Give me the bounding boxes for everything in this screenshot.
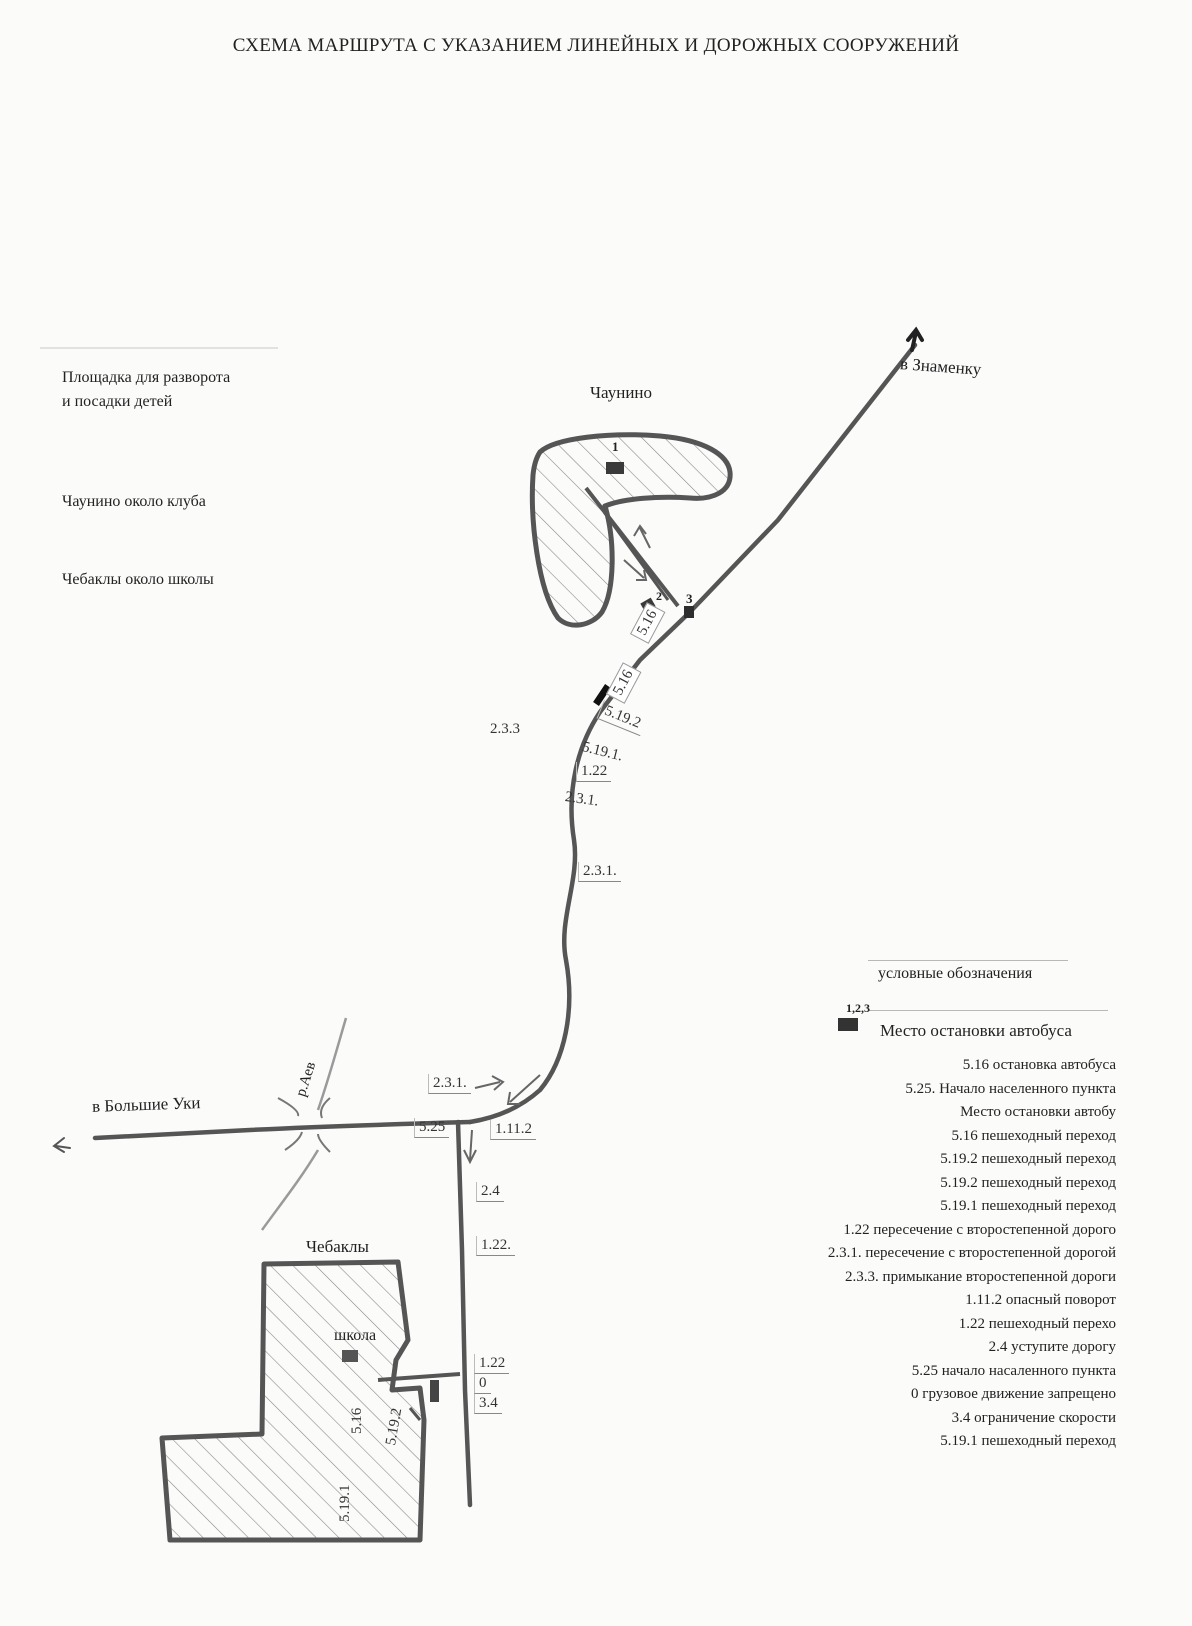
chaunino-arrow-in	[623, 559, 648, 581]
place-school: школа	[334, 1327, 377, 1344]
key-row: 5.25 начало насаленного пункта	[911, 1362, 1116, 1379]
bus-stop-1-icon	[606, 462, 624, 474]
sign-2-3-1-c: 2.3.1.	[428, 1074, 471, 1094]
school-gate	[408, 1407, 422, 1421]
place-chaunino: Чаунино	[590, 383, 653, 402]
junction-arrow-1	[474, 1075, 505, 1091]
bus-stop-3-number: 3	[686, 591, 693, 606]
junction-arrow-3	[463, 1129, 477, 1165]
road-south	[455, 1119, 473, 1508]
school-bus-stop-icon	[430, 1380, 439, 1402]
road-west	[92, 1119, 473, 1141]
key-row: 5.19.2 пешеходный переход	[940, 1151, 1116, 1167]
key-stop-label: Место остановки автобуса	[880, 1021, 1072, 1040]
sign-0: 0	[474, 1374, 491, 1394]
river-upper	[316, 1017, 348, 1111]
bus-stop-2-number: 2	[656, 589, 662, 603]
chaunino-arrow-out	[633, 524, 651, 549]
sign-1-11-2: 1.11.2	[490, 1120, 536, 1140]
junction-arrow-2	[506, 1074, 541, 1105]
sign-2-3-3: 2.3.3	[490, 721, 520, 737]
key-row: 5.16 остановка автобуса	[962, 1057, 1116, 1073]
sign-5-16-c: 5.16	[349, 1407, 365, 1434]
key-row: 5.19.2 пешеходный переход	[940, 1174, 1116, 1191]
key-row: 5.19.1 пешеходный переход	[940, 1198, 1116, 1214]
left-legend-line2: и посадки детей	[62, 393, 173, 410]
river-lower	[260, 1149, 320, 1231]
sign-3-4: 3.4	[474, 1394, 502, 1414]
chaunino-settlement	[529, 432, 733, 628]
chaunino-entry-road	[584, 486, 680, 608]
bus-stop-1-number: 1	[612, 439, 619, 454]
school-access-road	[377, 1372, 461, 1382]
key-row: 0 грузовое движение запрещено	[911, 1386, 1116, 1402]
key-row: 2.4 уступите дорогу	[988, 1339, 1116, 1355]
place-chebakly: Чебаклы	[306, 1237, 369, 1256]
main-road-north	[467, 342, 918, 1125]
sign-2-3-1-b: 2.3.1.	[578, 862, 621, 882]
crosswalk-mark-north	[593, 684, 611, 706]
sign-1-22-c: 1.22	[474, 1354, 510, 1374]
key-stop-numbers: 1,2,3	[846, 1001, 870, 1015]
arrow-to-bolshie-uki	[52, 1137, 71, 1153]
key-row: 5.16 пешеходный переход	[951, 1127, 1116, 1144]
key-row: 5.25. Начало населенного пункта	[905, 1080, 1116, 1097]
chebakly-settlement	[159, 1259, 427, 1543]
bridge-marks	[277, 1097, 331, 1153]
bus-stop-3-icon	[684, 606, 694, 618]
key-row: 1.22 пешеходный перехо	[958, 1315, 1116, 1332]
sign-1-22-a: 1.22	[576, 762, 612, 782]
key-title: условные обозначения	[878, 965, 1033, 982]
left-legend-line1: Площадка для разворота	[62, 369, 231, 386]
school-building-icon	[342, 1350, 358, 1362]
sign-1-22-b: 1.22.	[476, 1236, 515, 1256]
key-row: 3.4 ограничение скорости	[951, 1409, 1116, 1426]
key-row: 2.3.1. пересечение с второстепенной доро…	[827, 1245, 1116, 1261]
sign-5-19-1-b: 5.19.1	[337, 1484, 353, 1523]
arrow-to-znamenka	[906, 326, 924, 352]
sign-2-4: 2.4	[476, 1182, 504, 1202]
chaunino-exit-road	[602, 511, 670, 601]
page-title: СХЕМА МАРШРУТА С УКАЗАНИЕМ ЛИНЕЙНЫХ И ДО…	[232, 35, 960, 56]
key-row: 5.19.1 пешеходный переход	[940, 1433, 1116, 1449]
key-row: 1.22 пересечение с второстепенной дорого	[843, 1221, 1116, 1238]
place-to-bolshie-uki: в Большие Уки	[91, 1093, 201, 1116]
left-legend-stop-school: Чебаклы около школы	[62, 571, 214, 588]
key-bus-stop-icon	[838, 1018, 858, 1031]
key-row: 1.11.2 опасный поворот	[965, 1292, 1116, 1308]
key-title-rule	[868, 960, 1068, 961]
left-legend-stop-club: Чаунино около клуба	[62, 493, 206, 510]
key-stop-rule	[868, 1010, 1108, 1011]
key-row: Место остановки автобу	[960, 1104, 1116, 1120]
sign-5-25: 5.25	[414, 1118, 450, 1138]
key-row: 2.3.3. примыкание второстепенной дороги	[845, 1268, 1116, 1285]
